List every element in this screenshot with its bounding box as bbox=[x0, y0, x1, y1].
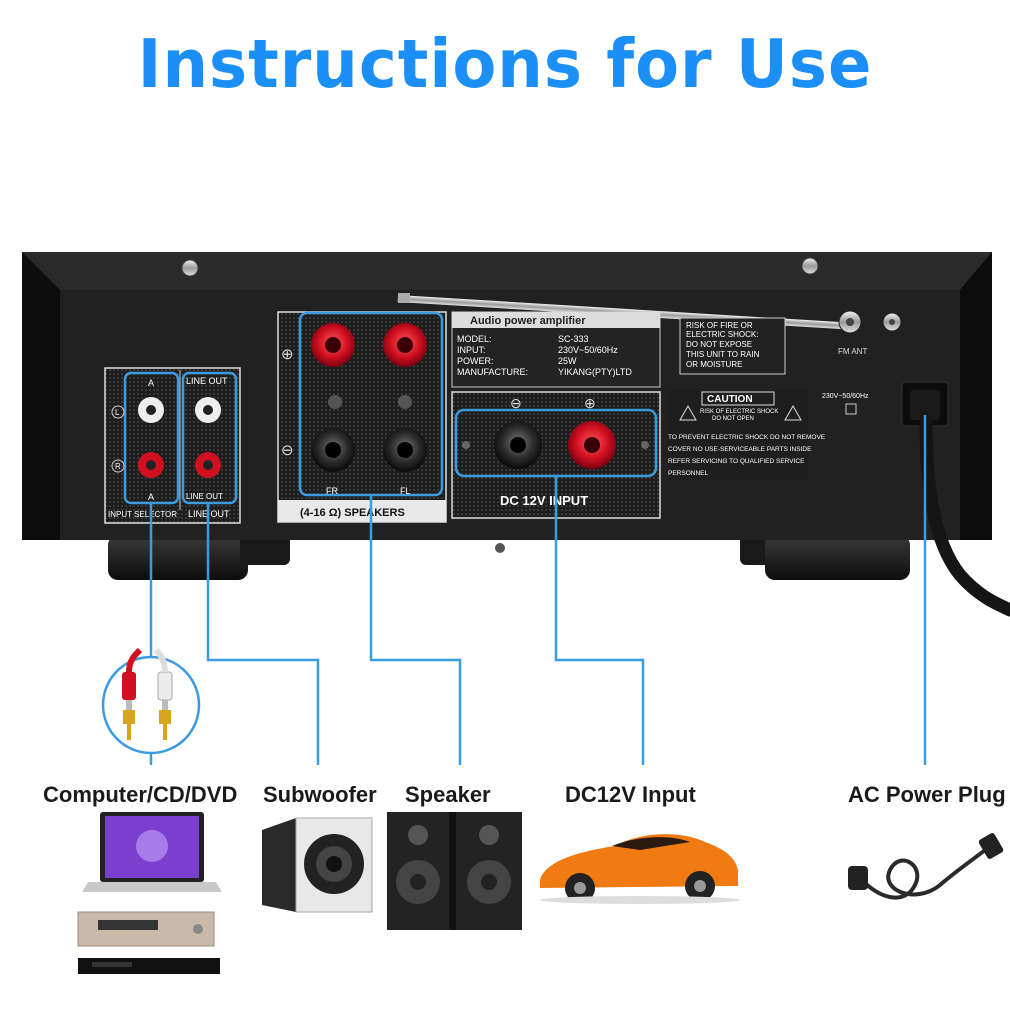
warning-line: DO NOT EXPOSE bbox=[686, 340, 752, 349]
caution-sub: DO NOT OPEN bbox=[712, 416, 754, 422]
caution-title: CAUTION bbox=[707, 394, 753, 405]
caution-line: TO PREVENT ELECTRIC SHOCK DO NOT REMOVE bbox=[668, 434, 826, 441]
line-out-mid: LINE OUT bbox=[186, 492, 223, 501]
power-inlet-icon bbox=[901, 381, 1010, 617]
spec-row-key: POWER: bbox=[457, 356, 494, 366]
rca-panel bbox=[104, 367, 241, 524]
warning-line: THIS UNIT TO RAIN bbox=[686, 350, 760, 359]
callout-lines bbox=[149, 415, 927, 765]
speakers-icon bbox=[387, 812, 522, 930]
rca-plugs-icon bbox=[101, 647, 201, 755]
warning-lines: RISK OF FIRE OR ELECTRIC SHOCK: DO NOT E… bbox=[686, 321, 760, 369]
page-title: Instructions for Use bbox=[137, 26, 873, 104]
ac-label: AC Power Plug bbox=[848, 782, 1006, 807]
speaker-minus-sign: ⊖ bbox=[281, 442, 294, 459]
warning-line: OR MOISTURE bbox=[686, 360, 742, 369]
dc-plus-sign: ⊕ bbox=[584, 395, 596, 411]
fm-ant-label: FM ANT bbox=[838, 347, 867, 356]
caution-sub: RISK OF ELECTRIC SHOCK bbox=[700, 409, 778, 415]
caution-block bbox=[668, 390, 808, 480]
spec-row-value: SC-333 bbox=[558, 334, 589, 344]
channel-r: R bbox=[115, 462, 121, 471]
sports-car-icon bbox=[540, 834, 740, 904]
spec-label bbox=[451, 311, 661, 388]
subwoofer-icon bbox=[262, 817, 373, 913]
spec-row-key: MODEL: bbox=[457, 334, 492, 344]
speaker-plus-sign: ⊕ bbox=[281, 346, 294, 363]
speaker-label: Speaker bbox=[405, 782, 491, 807]
line-out-top: LINE OUT bbox=[186, 376, 228, 386]
dc-input-label: DC 12V INPUT bbox=[500, 493, 588, 508]
warning-box bbox=[679, 317, 786, 375]
dvd-player-icon bbox=[77, 911, 220, 974]
warning-line: RISK OF FIRE OR bbox=[686, 321, 753, 330]
spec-row-key: MANUFACTURE: bbox=[457, 367, 528, 377]
speaker-fr-label: FR bbox=[326, 486, 338, 496]
power-rating-label: 230V~50/60Hz bbox=[822, 393, 869, 400]
subwoofer-label: Subwoofer bbox=[263, 782, 377, 807]
speakers-label: (4-16 Ω) SPEAKERS bbox=[300, 507, 405, 519]
amplifier-feet bbox=[108, 535, 910, 580]
spec-heading: Audio power amplifier bbox=[470, 315, 586, 327]
input-a-top: A bbox=[148, 378, 154, 388]
dc-label: DC12V Input bbox=[565, 782, 696, 807]
speaker-terminals bbox=[277, 311, 447, 523]
input-selector-label: INPUT SELECTOR bbox=[108, 510, 177, 519]
caution-line: REFER SERVICING TO QUALIFIED SERVICE bbox=[668, 458, 805, 465]
laptop-icon bbox=[82, 812, 222, 892]
warning-line: ELECTRIC SHOCK: bbox=[686, 330, 758, 339]
ground-symbol-icon bbox=[845, 403, 857, 415]
input-a-bottom: A bbox=[148, 492, 154, 502]
dc-minus-sign: ⊖ bbox=[510, 395, 522, 411]
caution-line: COVER NO USE-SERVICEABLE PARTS INSIDE bbox=[668, 446, 812, 453]
caution-body: TO PREVENT ELECTRIC SHOCK DO NOT REMOVE … bbox=[668, 434, 826, 477]
spec-row-value: 230V~50/60Hz bbox=[558, 345, 618, 355]
channel-l: L bbox=[115, 408, 120, 417]
power-cord-icon bbox=[848, 833, 1004, 900]
spec-row-key: INPUT: bbox=[457, 345, 486, 355]
spec-rows: MODEL: SC-333 INPUT: 230V~50/60Hz POWER:… bbox=[457, 334, 632, 377]
caution-line: PERSONNEL bbox=[668, 470, 708, 477]
spec-row-value: 25W bbox=[558, 356, 577, 366]
spec-row-value: YIKANG(PTY)LTD bbox=[558, 367, 632, 377]
source-label: Computer/CD/DVD bbox=[43, 782, 238, 807]
speaker-fl-label: FL bbox=[400, 486, 411, 496]
